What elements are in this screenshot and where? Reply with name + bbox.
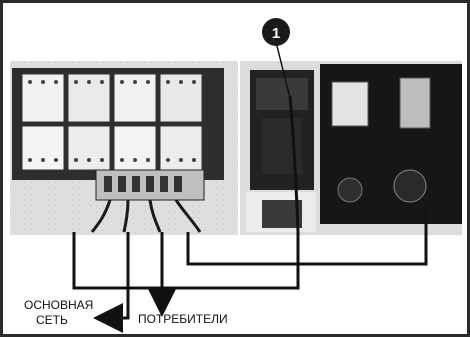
contactor-blocks	[21, 73, 203, 171]
callout-number: 1	[272, 25, 280, 42]
label-consumers: ПОТРЕБИТЕЛИ	[138, 312, 228, 326]
contactor-panel-photo	[10, 61, 238, 235]
label-main-network-line1: ОСНОВНАЯ	[24, 298, 94, 312]
label-main-network-line2: СЕТЬ	[36, 313, 68, 327]
generator-panel-photo	[240, 61, 462, 235]
wire-generator-right	[186, 205, 428, 266]
wiring-lines	[72, 205, 428, 333]
callout-marker: 1	[262, 18, 291, 99]
wire-to-main-network	[93, 232, 130, 333]
wire-main-to-generator	[72, 232, 300, 290]
